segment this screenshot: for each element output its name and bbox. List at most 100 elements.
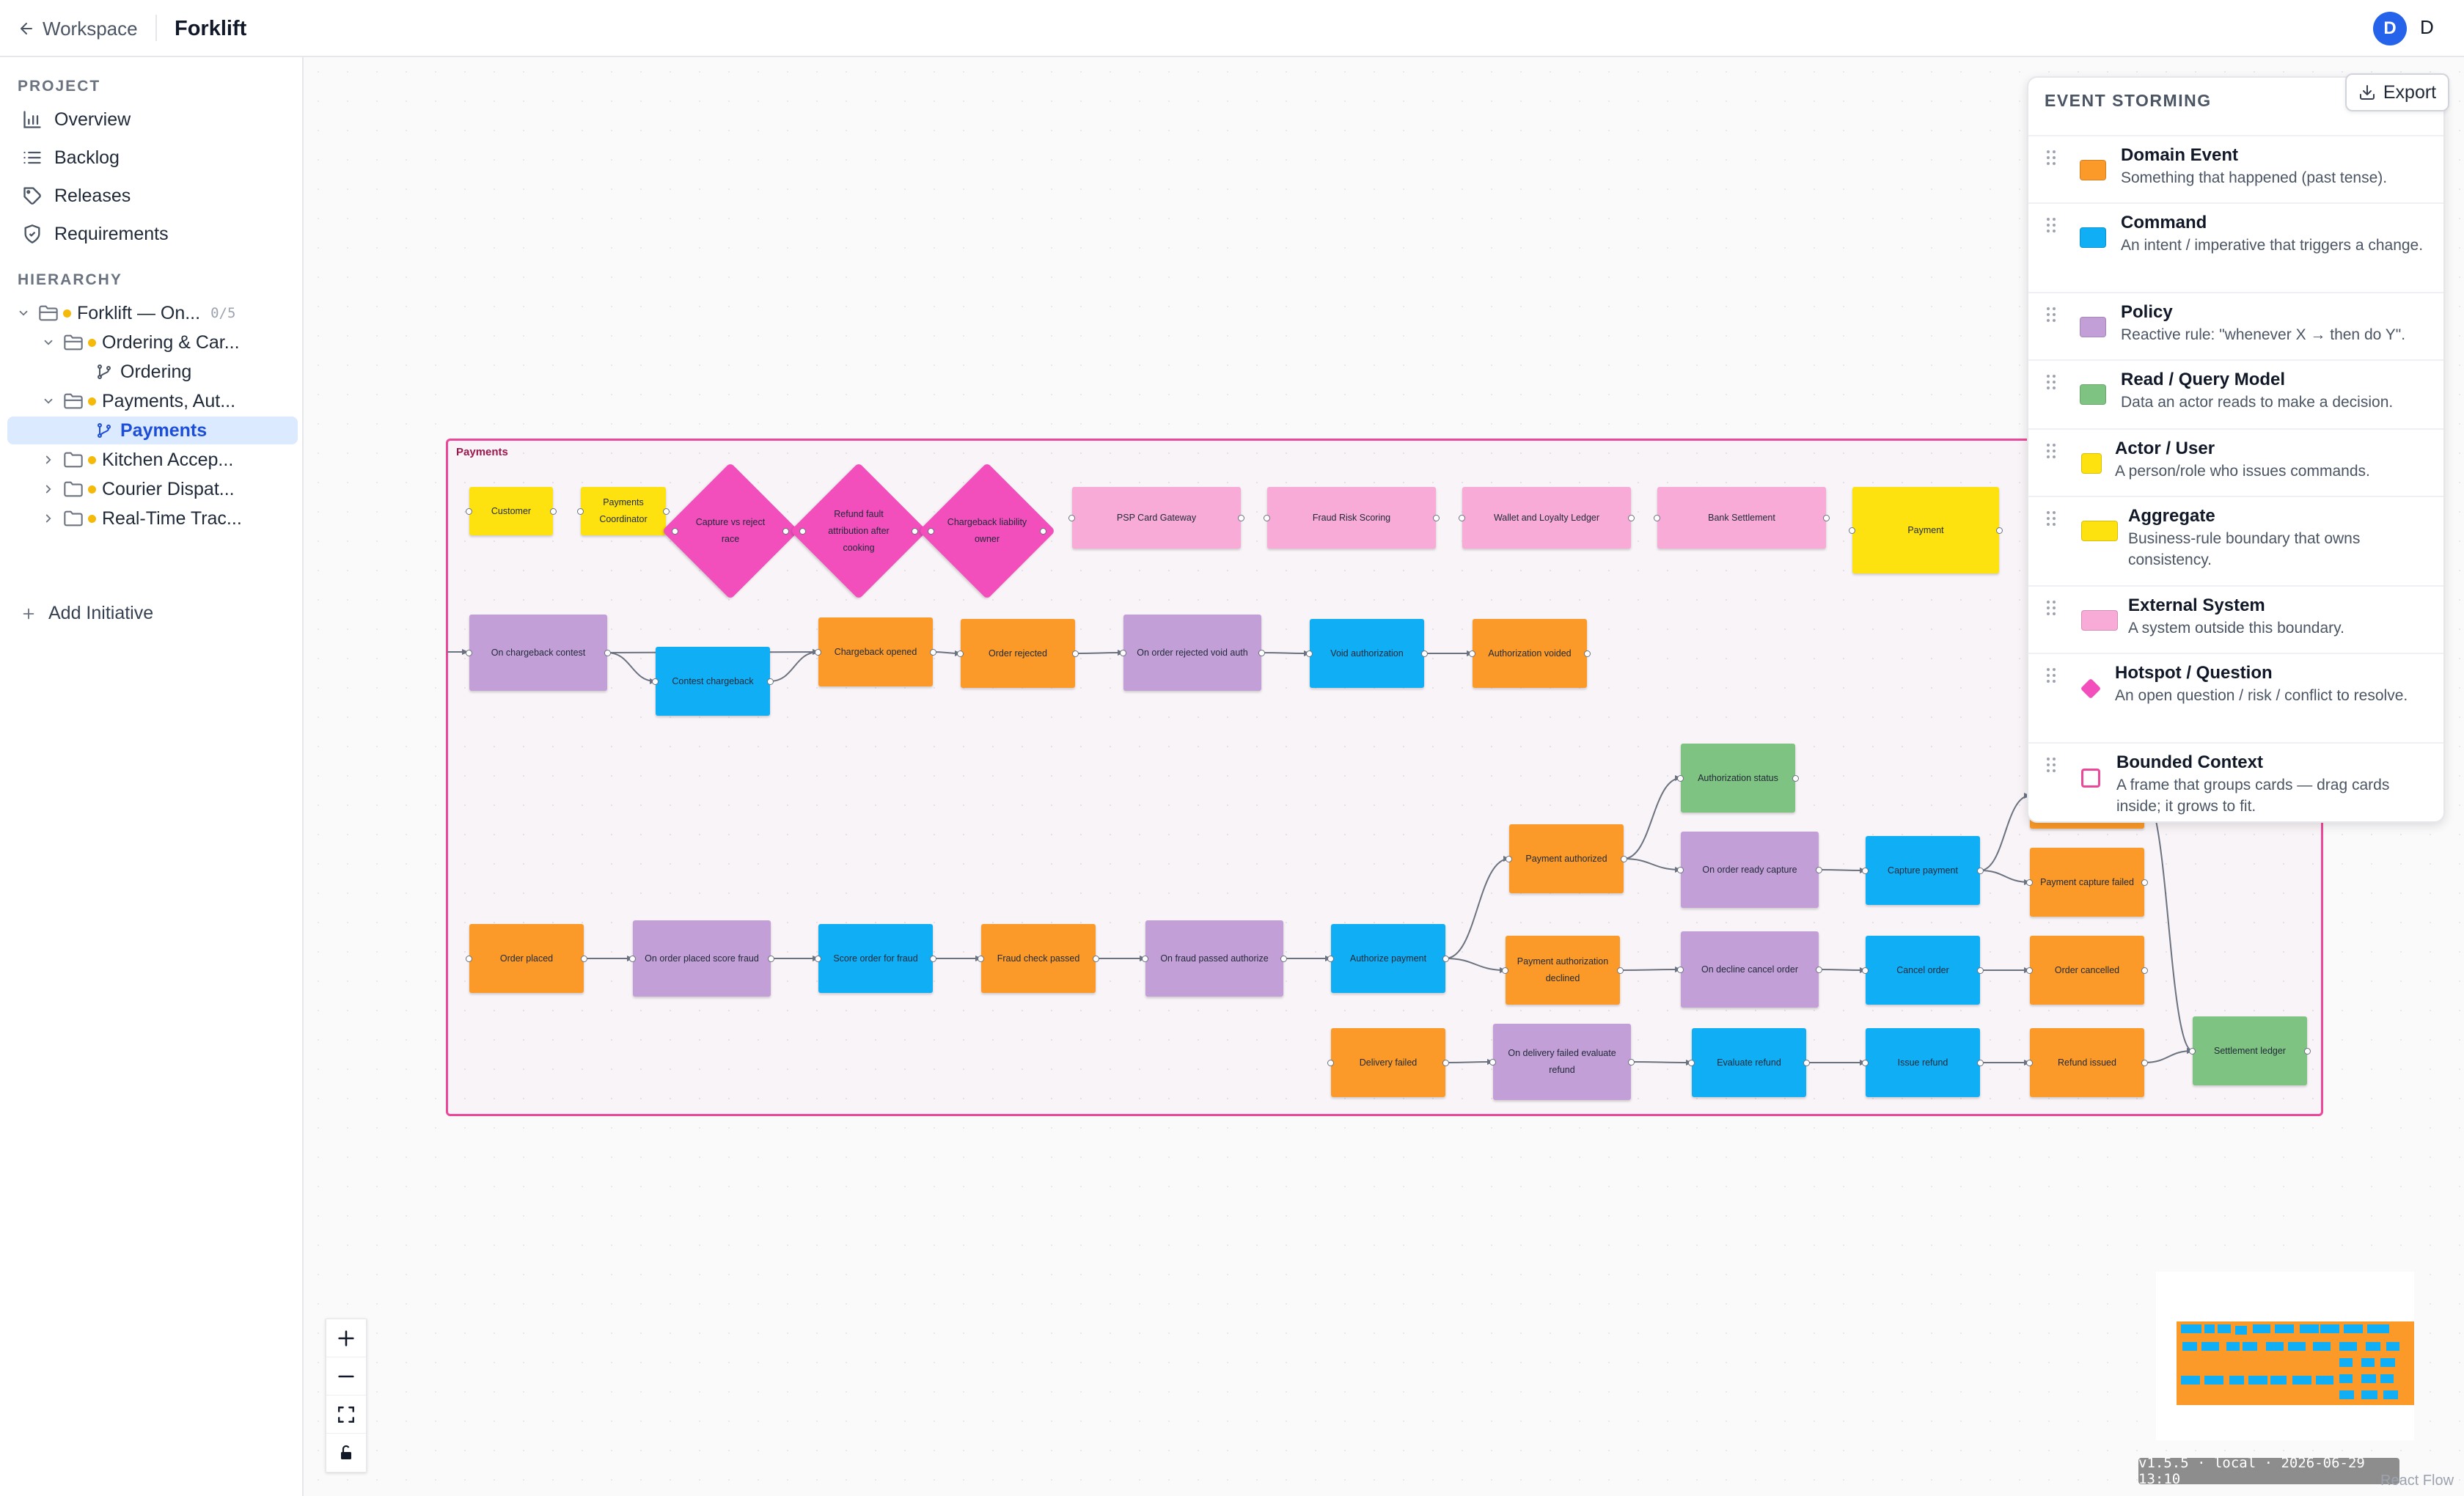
connection-handle-left[interactable]	[978, 956, 984, 962]
event-card-fraud-check-passed[interactable]: Fraud check passed	[981, 924, 1096, 993]
nav-requirements[interactable]: Requirements	[12, 217, 290, 251]
connection-handle-right[interactable]	[663, 508, 670, 515]
event-card-authorization-voided[interactable]: Authorization voided	[1473, 619, 1587, 688]
connection-handle-left[interactable]	[1120, 650, 1126, 656]
connection-handle-right[interactable]	[1040, 528, 1046, 535]
connection-handle-left[interactable]	[815, 649, 821, 656]
connection-handle-left[interactable]	[1068, 515, 1075, 521]
connection-handle-right[interactable]	[1977, 868, 1984, 874]
actor-card-customer[interactable]: Customer	[469, 487, 553, 535]
connection-handle-left[interactable]	[1849, 527, 1855, 534]
event-card-payment-auth-declined[interactable]: Payment authorization declined	[1506, 936, 1620, 1005]
connection-handle-right[interactable]	[930, 649, 936, 656]
connection-handle-left[interactable]	[1327, 956, 1334, 962]
command-card-authorize-payment[interactable]: Authorize payment	[1331, 924, 1445, 993]
connection-handle-left[interactable]	[928, 528, 934, 535]
chevron-right-icon[interactable]	[40, 510, 57, 527]
connection-handle-right[interactable]	[1977, 1060, 1984, 1066]
policy-card-on-order-placed-score[interactable]: On order placed score fraud	[633, 920, 771, 997]
connection-handle-left[interactable]	[1306, 650, 1313, 657]
hotspot-card-hs-capture[interactable]: Capture vs reject race	[675, 469, 785, 593]
connection-handle-right[interactable]	[1433, 515, 1440, 521]
policy-card-on-fraud-passed[interactable]: On fraud passed authorize	[1145, 920, 1283, 997]
command-card-evaluate-refund[interactable]: Evaluate refund	[1692, 1028, 1806, 1097]
event-card-order-rejected[interactable]: Order rejected	[961, 619, 1075, 688]
tree-item[interactable]: Ordering & Car...	[7, 329, 298, 356]
external-card-psp[interactable]: PSP Card Gateway	[1072, 487, 1241, 549]
zoom-in-button[interactable]	[326, 1319, 366, 1357]
connection-handle-right[interactable]	[1280, 956, 1287, 962]
connection-handle-left[interactable]	[1264, 515, 1270, 521]
connection-handle-left[interactable]	[629, 956, 636, 962]
connection-handle-right[interactable]	[2304, 1048, 2311, 1055]
drag-handle-icon[interactable]	[2046, 510, 2056, 527]
command-card-contest-chargeback[interactable]: Contest chargeback	[656, 647, 770, 716]
add-initiative-button[interactable]: Add Initiative	[21, 603, 153, 624]
user-name[interactable]: D	[2420, 16, 2434, 38]
event-card-refund-issued[interactable]: Refund issued	[2030, 1028, 2144, 1097]
connection-handle-right[interactable]	[1421, 650, 1428, 657]
connection-handle-right[interactable]	[1584, 650, 1591, 657]
chevron-down-icon[interactable]	[40, 392, 57, 410]
external-card-bank[interactable]: Bank Settlement	[1657, 487, 1826, 549]
chevron-down-icon[interactable]	[15, 304, 32, 322]
connection-handle-left[interactable]	[1469, 650, 1475, 657]
connection-handle-right[interactable]	[930, 956, 936, 962]
nav-backlog[interactable]: Backlog	[12, 141, 290, 175]
drag-handle-icon[interactable]	[2046, 757, 2056, 773]
nav-releases[interactable]: Releases	[12, 179, 290, 213]
drag-handle-icon[interactable]	[2046, 150, 2056, 166]
zoom-out-button[interactable]	[326, 1357, 366, 1396]
connection-handle-left[interactable]	[1677, 775, 1684, 782]
aggregate-card-payment-agg[interactable]: Payment	[1852, 487, 1999, 573]
tree-item[interactable]: Courier Dispat...	[7, 475, 298, 503]
nav-overview[interactable]: Overview	[12, 103, 290, 136]
tree-item[interactable]: Kitchen Accep...	[7, 446, 298, 474]
hotspot-card-hs-refund[interactable]: Refund fault attribution after cooking	[803, 469, 914, 593]
connection-handle-right[interactable]	[1072, 650, 1079, 657]
event-card-order-placed[interactable]: Order placed	[469, 924, 584, 993]
event-card-delivery-failed[interactable]: Delivery failed	[1331, 1028, 1445, 1097]
policy-card-on-delivery-failed[interactable]: On delivery failed evaluate refund	[1493, 1024, 1631, 1100]
tree-item[interactable]: Real-Time Trac...	[7, 505, 298, 532]
connection-handle-left[interactable]	[2026, 1060, 2033, 1066]
connection-handle-right[interactable]	[1816, 967, 1822, 973]
connection-handle-left[interactable]	[2026, 967, 2033, 974]
command-card-score-order[interactable]: Score order for fraud	[818, 924, 933, 993]
react-flow-attribution[interactable]: React Flow	[2380, 1473, 2454, 1489]
read-card-authorization-status[interactable]: Authorization status	[1681, 744, 1795, 813]
connection-handle-left[interactable]	[1489, 1059, 1496, 1066]
connection-handle-left[interactable]	[1862, 1060, 1869, 1066]
connection-handle-right[interactable]	[1977, 967, 1984, 974]
connection-handle-right[interactable]	[1628, 1059, 1635, 1066]
connection-handle-left[interactable]	[1677, 967, 1684, 973]
connection-handle-left[interactable]	[466, 956, 472, 962]
connection-handle-right[interactable]	[1803, 1060, 1810, 1066]
minimap[interactable]	[2156, 1272, 2414, 1440]
drag-handle-icon[interactable]	[2046, 443, 2056, 459]
connection-handle-right[interactable]	[912, 528, 918, 535]
fit-view-button[interactable]	[326, 1396, 366, 1434]
chevron-down-icon[interactable]	[40, 334, 57, 351]
connection-handle-right[interactable]	[1816, 867, 1822, 873]
connection-handle-right[interactable]	[1093, 956, 1099, 962]
connection-handle-right[interactable]	[768, 956, 774, 962]
actor-card-payments-coordinator[interactable]: Payments Coordinator	[581, 487, 666, 535]
connection-handle-right[interactable]	[550, 508, 557, 515]
connection-handle-left[interactable]	[2026, 879, 2033, 886]
connection-handle-right[interactable]	[604, 650, 611, 656]
connection-handle-right[interactable]	[1617, 967, 1624, 974]
tree-item[interactable]: Payments	[7, 417, 298, 444]
connection-handle-right[interactable]	[1996, 527, 2003, 534]
tree-item[interactable]: Forklift — On...0/5	[7, 299, 298, 327]
tree-item[interactable]: Ordering	[7, 358, 298, 386]
command-card-void-authorization[interactable]: Void authorization	[1310, 619, 1424, 688]
tree-item[interactable]: Payments, Aut...	[7, 387, 298, 415]
connection-handle-right[interactable]	[581, 956, 587, 962]
chevron-right-icon[interactable]	[40, 480, 57, 498]
